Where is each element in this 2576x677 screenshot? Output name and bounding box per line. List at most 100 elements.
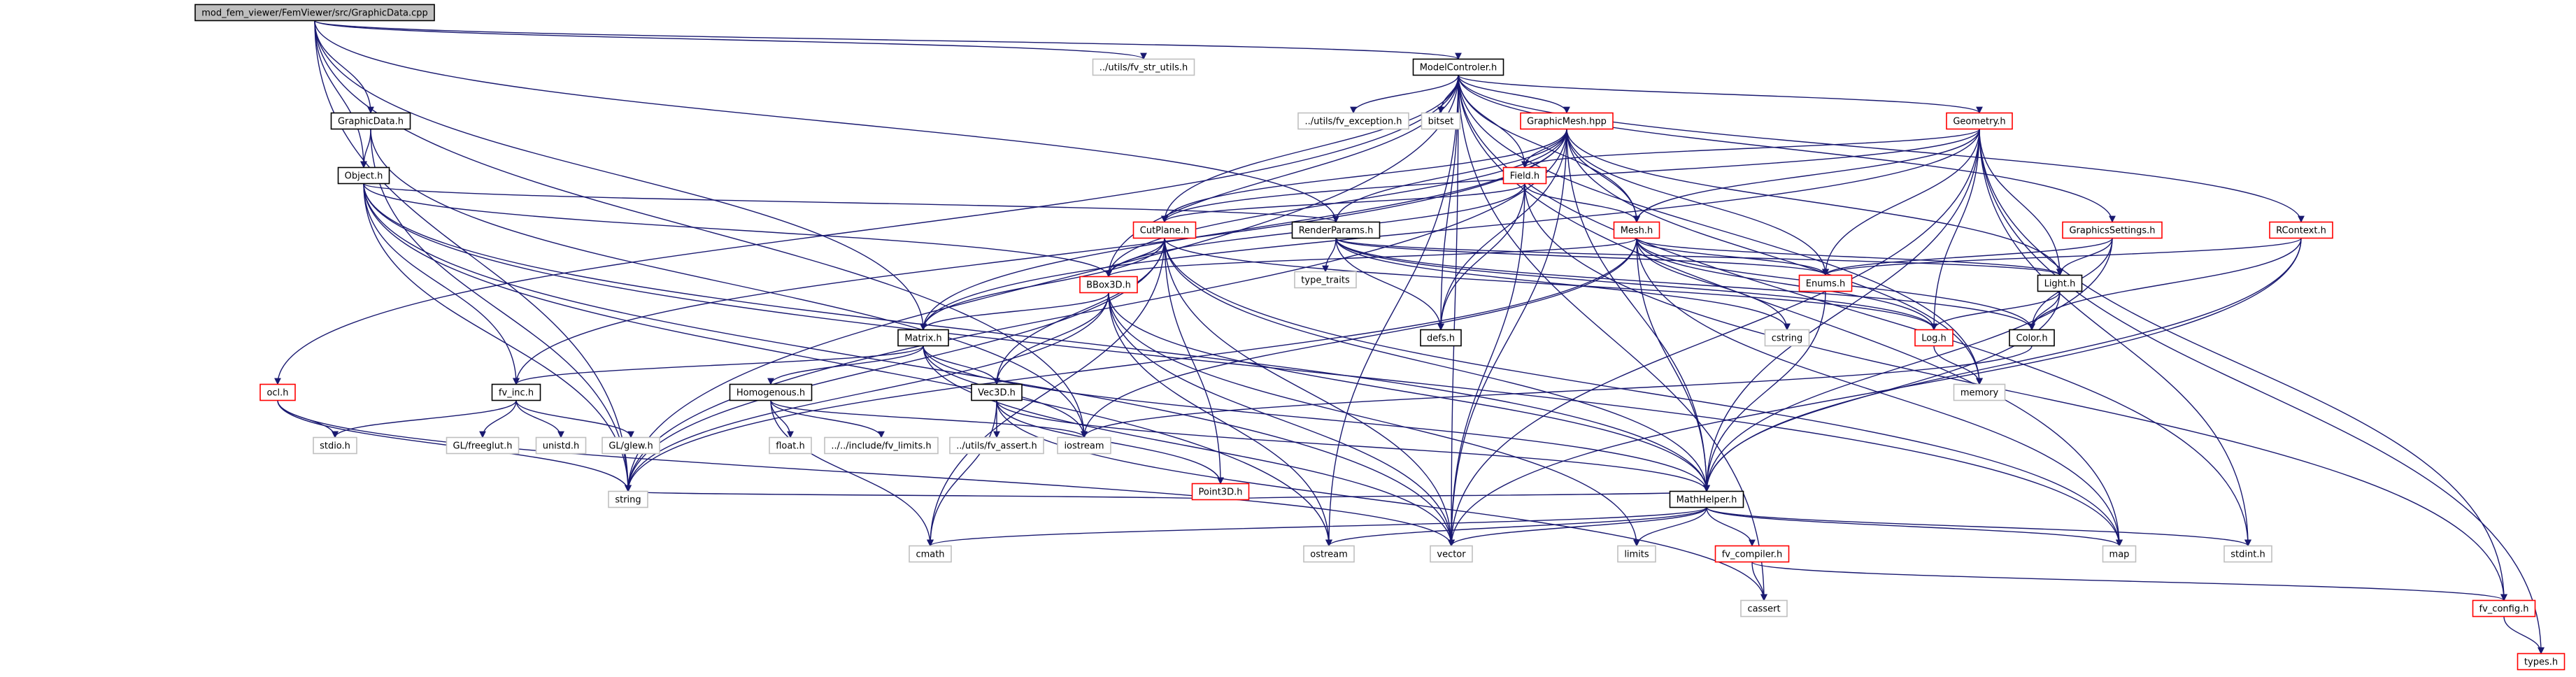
edge-mesh-to-enums <box>1636 238 1829 276</box>
edge-field-to-fv_config <box>1524 183 2507 601</box>
node-box-fv_inc <box>491 383 541 401</box>
node-box-fv_limits <box>824 436 939 455</box>
edge-fv_compiler-to-cassert <box>1751 562 1767 601</box>
edge-modelcontroler-to-ocl <box>274 75 1459 385</box>
edge-mathhelper-to-cmath <box>927 506 1707 547</box>
node-label-field: Field.h <box>1510 171 1539 182</box>
node-bbox3d[interactable]: BBox3D.h <box>1079 276 1138 294</box>
edge-matrix-to-vector <box>923 345 1455 547</box>
node-label-iostream: iostream <box>1064 441 1104 452</box>
node-label-point3d: Point3D.h <box>1199 487 1243 498</box>
edge-mesh-to-log <box>1636 238 1937 331</box>
node-label-fv_str_utils: ../utils/fv_str_utils.h <box>1100 63 1188 73</box>
node-label-fv_limits: ../../include/fv_limits.h <box>831 441 931 452</box>
node-label-ocl: ocl.h <box>266 388 288 399</box>
node-object[interactable]: Object.h <box>337 166 390 185</box>
node-label-rcontext: RContext.h <box>2276 226 2326 236</box>
edge-root-to-renderparams <box>314 20 1339 223</box>
node-graphicssettings[interactable]: GraphicsSettings.h <box>2062 221 2163 239</box>
node-point3d[interactable]: Point3D.h <box>1191 483 1250 501</box>
node-box-map <box>2102 545 2137 563</box>
node-box-cassert <box>1740 599 1788 618</box>
node-field[interactable]: Field.h <box>1502 166 1547 185</box>
node-box-string <box>608 490 648 508</box>
edge-matrix-to-fv_inc <box>513 345 924 385</box>
node-box-defs <box>1420 329 1462 347</box>
node-light[interactable]: Light.h <box>2037 274 2083 292</box>
node-graphicdata[interactable]: GraphicData.h <box>330 112 411 130</box>
node-label-bitset: bitset <box>1428 117 1454 127</box>
node-label-fv_assert: ../utils/fv_assert.h <box>956 441 1037 452</box>
edge-graphicssettings-to-light <box>2056 238 2113 276</box>
node-box-ocl <box>259 383 296 401</box>
node-geometry[interactable]: Geometry.h <box>1946 112 2013 130</box>
node-label-vector: vector <box>1437 550 1466 560</box>
node-box-renderparams <box>1291 221 1381 239</box>
node-label-bbox3d: BBox3D.h <box>1086 280 1131 291</box>
node-fv_str_utils: ../utils/fv_str_utils.h <box>1092 58 1195 76</box>
edge-modelcontroler-to-ostream <box>1325 75 1459 547</box>
node-label-ostream: ostream <box>1310 550 1348 560</box>
node-color[interactable]: Color.h <box>2009 329 2055 347</box>
node-freeglut: GL/freeglut.h <box>446 436 520 455</box>
node-fv_inc[interactable]: fv_inc.h <box>491 383 541 401</box>
node-cutplane[interactable]: CutPlane.h <box>1132 221 1197 239</box>
node-log[interactable]: Log.h <box>1914 329 1954 347</box>
node-label-mathhelper: MathHelper.h <box>1677 495 1737 506</box>
edge-mesh-to-mathhelper <box>1636 238 1710 492</box>
edge-matrix-to-homogenous <box>767 345 924 385</box>
node-box-fv_compiler <box>1714 545 1790 563</box>
node-label-color: Color.h <box>2016 334 2047 344</box>
node-root[interactable]: mod_fem_viewer/FemViewer/src/GraphicData… <box>194 3 435 22</box>
edge-modelcontroler-to-mesh <box>1458 75 1640 223</box>
node-homogenous[interactable]: Homogenous.h <box>729 383 813 401</box>
node-box-freeglut <box>446 436 520 455</box>
edge-renderparams-to-type_traits <box>1322 238 1337 273</box>
node-modelcontroler[interactable]: ModelControler.h <box>1412 58 1504 76</box>
node-box-enums <box>1798 274 1853 292</box>
node-vector: vector <box>1430 545 1473 563</box>
edge-fv_inc-to-unistd <box>515 400 564 439</box>
node-defs[interactable]: defs.h <box>1420 329 1462 347</box>
node-label-defs: defs.h <box>1427 334 1455 344</box>
node-enums[interactable]: Enums.h <box>1798 274 1853 292</box>
node-label-freeglut: GL/freeglut.h <box>453 441 513 452</box>
node-box-bbox3d <box>1079 276 1138 294</box>
node-mesh[interactable]: Mesh.h <box>1613 221 1660 239</box>
edge-fv_compiler-to-fv_config <box>1751 561 2507 601</box>
node-label-float: float.h <box>776 441 805 452</box>
edge-mathhelper-to-vector <box>1448 507 1707 547</box>
edge-object-to-fv_inc <box>363 183 520 385</box>
edge-cutplane-to-map <box>1164 238 2123 547</box>
node-box-mesh <box>1613 221 1660 239</box>
node-label-mesh: Mesh.h <box>1621 226 1653 236</box>
edge-modelcontroler-to-geometry <box>1458 74 1983 114</box>
edge-root-to-matrix <box>314 20 927 331</box>
node-ocl[interactable]: ocl.h <box>259 383 296 401</box>
node-graphicmesh[interactable]: GraphicMesh.hpp <box>1520 112 1614 130</box>
edge-object-to-renderparams <box>363 183 1339 223</box>
node-box-mathhelper <box>1669 490 1744 508</box>
node-matrix[interactable]: Matrix.h <box>897 329 949 347</box>
edge-color-to-iostream <box>1081 345 2033 439</box>
node-vec3d[interactable]: Vec3D.h <box>971 383 1023 401</box>
edge-root-to-object <box>314 20 367 169</box>
node-renderparams[interactable]: RenderParams.h <box>1291 221 1381 239</box>
node-stdint: stdint.h <box>2223 545 2272 563</box>
edge-geometry-to-field <box>1521 128 1980 169</box>
node-mathhelper[interactable]: MathHelper.h <box>1669 490 1744 508</box>
node-fv_compiler[interactable]: fv_compiler.h <box>1714 545 1790 563</box>
node-label-fv_inc: fv_inc.h <box>499 388 534 399</box>
edge-geometry-to-fv_config <box>1979 129 2507 601</box>
node-label-cutplane: CutPlane.h <box>1140 226 1189 236</box>
edge-modelcontroler-to-rcontext <box>1458 75 2305 223</box>
node-label-matrix: Matrix.h <box>904 334 941 344</box>
node-box-stdio <box>313 436 357 455</box>
edge-mathhelper-to-map <box>1706 506 2123 547</box>
node-types[interactable]: types.h <box>2517 653 2566 671</box>
node-fv_config[interactable]: fv_config.h <box>2472 599 2536 618</box>
node-cassert: cassert <box>1740 599 1788 618</box>
edge-graphicmesh-to-mathhelper <box>1566 129 1710 492</box>
edge-modelcontroler-to-cassert <box>1458 75 1767 601</box>
node-rcontext[interactable]: RContext.h <box>2269 221 2333 239</box>
